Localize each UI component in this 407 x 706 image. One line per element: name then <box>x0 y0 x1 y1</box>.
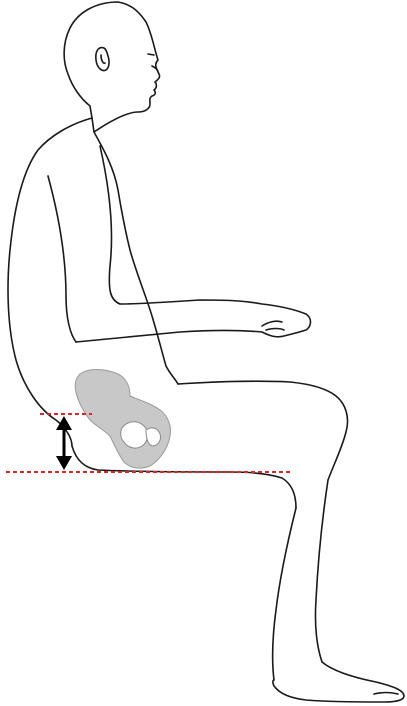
ear-outline <box>96 48 109 71</box>
pelvis-icon <box>75 370 170 469</box>
head-outline <box>64 2 159 132</box>
torso-front-outline <box>94 132 178 384</box>
upper-arm-outline <box>48 176 76 342</box>
calf-outline <box>273 508 296 680</box>
shin-outline <box>315 480 328 662</box>
hand-detail <box>262 321 284 330</box>
foot-outline <box>273 662 404 702</box>
toe-detail <box>374 693 398 695</box>
thigh-top-outline <box>178 381 348 480</box>
arm-inner-outline <box>100 146 120 304</box>
thigh-underside-outline <box>72 446 296 508</box>
double-arrow-icon <box>56 416 72 470</box>
